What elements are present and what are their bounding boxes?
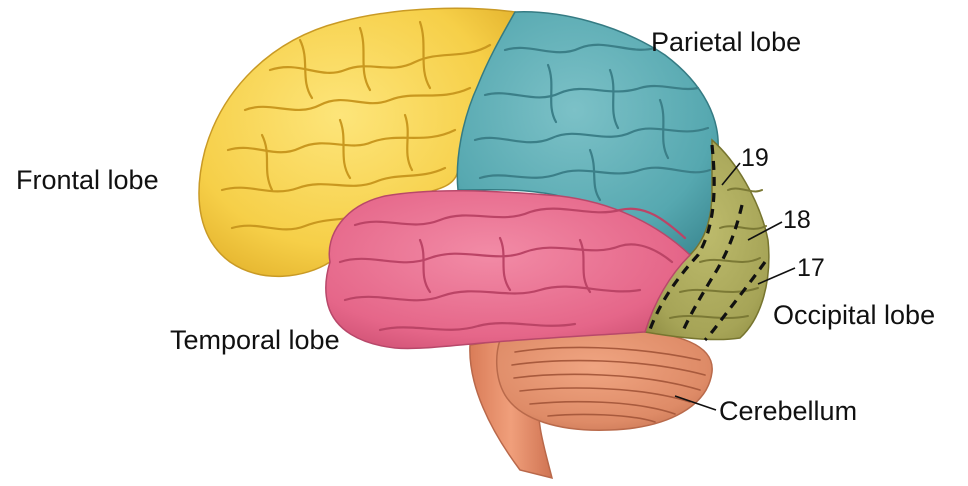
area-17-label: 17 bbox=[797, 256, 825, 281]
occipital-lobe-label: Occipital lobe bbox=[773, 302, 935, 329]
cerebellum-region bbox=[497, 325, 712, 430]
area-19-label: 19 bbox=[741, 146, 769, 171]
frontal-lobe-label: Frontal lobe bbox=[16, 167, 159, 194]
area-18-label: 18 bbox=[783, 208, 811, 233]
temporal-lobe-label: Temporal lobe bbox=[170, 327, 340, 354]
parietal-lobe-label: Parietal lobe bbox=[651, 29, 801, 56]
cerebellum-label: Cerebellum bbox=[719, 398, 857, 425]
